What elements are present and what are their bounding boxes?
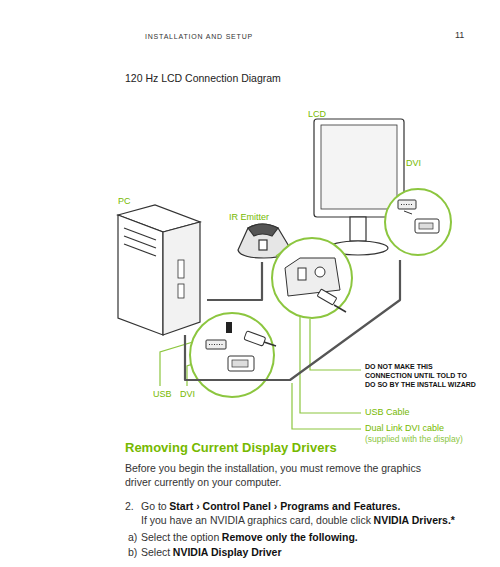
ir-zoom-part bbox=[334, 305, 346, 312]
pc-zoom-part bbox=[244, 331, 266, 346]
step-marker: 2. bbox=[125, 500, 141, 514]
pc-tower-part bbox=[118, 215, 163, 335]
pc-tower-part bbox=[124, 244, 156, 256]
monitor-dvi-zoom-part bbox=[419, 223, 433, 229]
running-header: INSTALLATION AND SETUP bbox=[145, 32, 253, 41]
monitor-dvi-zoom-part bbox=[385, 189, 451, 255]
monitor-dvi-zoom bbox=[385, 189, 451, 255]
text-line: If you have an NVIDIA graphics card, dou… bbox=[141, 514, 458, 528]
instruction-text: Select the option bbox=[141, 531, 219, 543]
monitor-dvi-zoom-part bbox=[415, 219, 439, 233]
monitor-dvi-zoom-part bbox=[398, 200, 416, 209]
instruction-text: Select bbox=[141, 546, 170, 558]
monitor-dvi-zoom-part bbox=[401, 204, 413, 205]
monitor-part bbox=[321, 125, 397, 209]
device-node: LCD bbox=[305, 103, 415, 260]
leader-lines-part bbox=[292, 383, 361, 429]
ir-zoom-part bbox=[285, 258, 340, 296]
device-label: IR Emitter bbox=[226, 210, 272, 224]
callout-label: USB Cable bbox=[365, 407, 410, 419]
section-heading: Removing Current Display Drivers bbox=[125, 440, 337, 457]
step-marker: a) bbox=[128, 531, 141, 545]
callout-label: USB bbox=[153, 389, 172, 401]
callout-label: Dual Link DVI cable bbox=[365, 423, 444, 435]
callout-label: DVI bbox=[180, 389, 195, 401]
pc-zoom-part bbox=[232, 360, 248, 367]
pc-zoom-part bbox=[209, 344, 223, 345]
instruction-text: NVIDIA Drivers.* bbox=[374, 514, 455, 526]
ir-emitter-part bbox=[259, 240, 267, 250]
ir-zoom-part bbox=[315, 267, 325, 277]
pc-zoom-part bbox=[228, 356, 254, 371]
warning-note: DO NOT MAKE THIS CONNECTION UNTIL TOLD T… bbox=[365, 362, 477, 389]
pc-tower-part bbox=[163, 222, 200, 335]
cable bbox=[185, 260, 400, 380]
pc-zoom-part bbox=[190, 313, 274, 397]
text-line: b)SelectNVIDIA Display Driver bbox=[128, 546, 284, 560]
text-line: a)Select the optionRemove only the follo… bbox=[128, 531, 360, 545]
pc-zoom-part bbox=[264, 342, 276, 346]
pc-tower-part bbox=[178, 284, 184, 298]
device-label: LCD bbox=[305, 107, 329, 121]
step-marker: b) bbox=[128, 546, 141, 560]
leader-lines-part bbox=[310, 319, 361, 370]
cable bbox=[207, 262, 262, 300]
pc-zoom-part bbox=[226, 322, 232, 333]
ir-emitter-part bbox=[248, 224, 278, 236]
leader-lines bbox=[292, 317, 361, 429]
callout-label: DVI bbox=[406, 158, 421, 170]
ir-zoom-part bbox=[298, 268, 306, 280]
body-text: Before you begin the installation, you m… bbox=[125, 461, 425, 489]
instruction-text: Remove only the following. bbox=[222, 531, 358, 543]
instruction-text: If you have an NVIDIA graphics card, dou… bbox=[141, 514, 371, 526]
pc-tower-part bbox=[178, 260, 184, 278]
instruction-text: NVIDIA Display Driver bbox=[173, 546, 282, 558]
device-label: PC bbox=[115, 194, 134, 208]
monitor-dvi-zoom-part bbox=[404, 211, 412, 214]
pc-zoom bbox=[160, 313, 276, 397]
pc-tower bbox=[118, 205, 200, 335]
device-node: PC bbox=[115, 190, 207, 335]
text-line: 2.Go toStart › Control Panel › Programs … bbox=[125, 500, 403, 514]
ir-zoom-part bbox=[317, 289, 337, 305]
page-number: 11 bbox=[455, 30, 464, 42]
diagram-title: 120 Hz LCD Connection Diagram bbox=[125, 72, 281, 86]
ir-zoom bbox=[272, 238, 352, 318]
pc-zoom-part bbox=[206, 340, 226, 349]
ir-zoom-part bbox=[272, 238, 352, 318]
device-node: IR Emitter bbox=[226, 206, 298, 262]
instruction-text: Start › Control Panel › Programs and Fea… bbox=[169, 500, 400, 512]
callout-note: (supplied with the display) bbox=[365, 434, 463, 445]
monitor-part bbox=[350, 217, 366, 241]
instruction-text: Go to bbox=[141, 500, 167, 512]
